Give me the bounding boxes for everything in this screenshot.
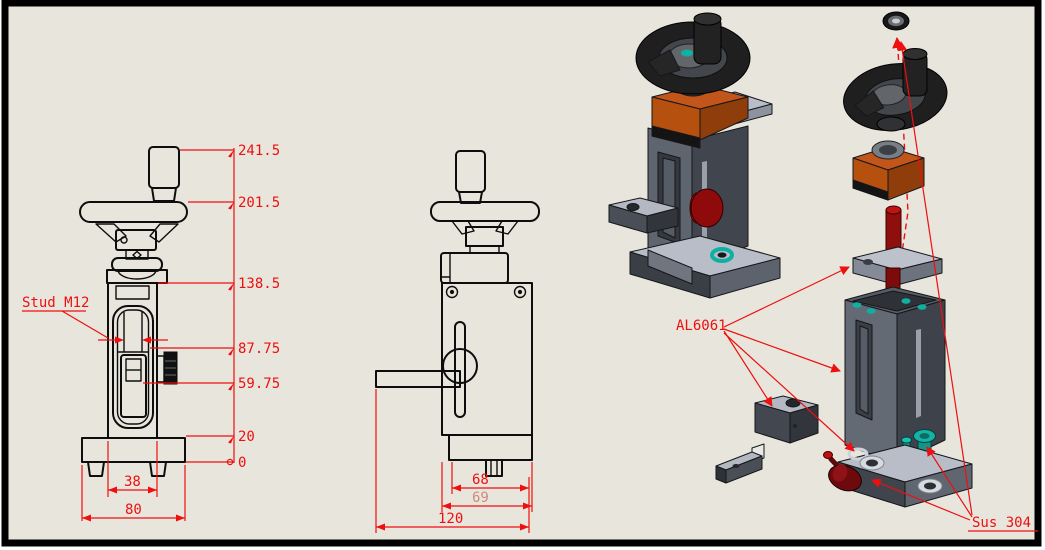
hand-knob [823,451,833,459]
dimension-label: 241.5 [238,143,280,159]
stud-label: Stud M12 [22,295,89,311]
column-screw [852,302,862,308]
dimension-label: 201.5 [238,195,280,211]
dimension-label: 138.5 [238,276,280,292]
material-callouts: AL6061 Sus 304 [676,41,1038,532]
front-view-dimensions: 241.5 201.5 138.5 87.75 59.75 20 0 Stud … [22,143,280,522]
dimension-label: 87.75 [238,341,280,357]
dimension-label: 120 [438,511,463,527]
exploded-3d-view [715,11,973,508]
assembled-3d-view [608,12,781,299]
material-label-sus304: Sus 304 [972,515,1031,531]
dimension-label: 20 [238,429,255,445]
dimension-label: 59.75 [238,376,280,392]
dimension-label: 68 [472,472,489,488]
base-screw [710,247,734,263]
dimension-label: 69 [472,490,489,506]
dimension-label: 80 [125,502,142,518]
dimension-label: 0 [238,455,246,471]
dimension-label: 38 [124,474,141,490]
hub-screw [681,49,693,57]
front-view [79,146,188,477]
material-label-al6061: AL6061 [676,318,727,334]
side-view-dimensions: 68 69 120 [375,389,533,533]
side-view [375,150,540,477]
